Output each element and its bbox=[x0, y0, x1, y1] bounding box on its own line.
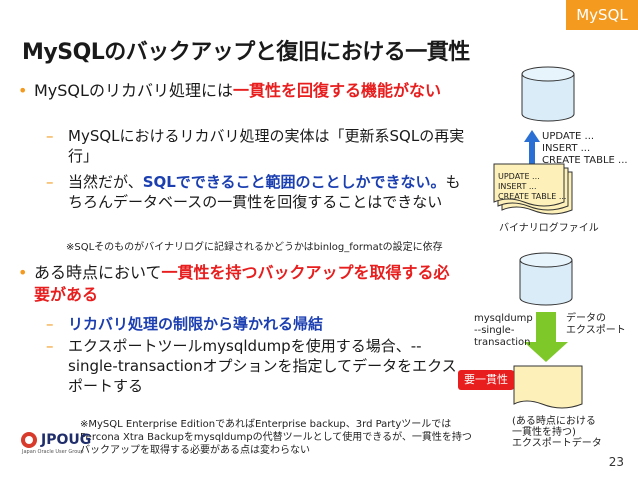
bullet-2-sub-1: – リカバリ処理の制限から導かれる帰結 bbox=[46, 314, 468, 334]
footnote-line-2: Percona Xtra Backupをmysqldumpの代替ツールとして使用… bbox=[80, 432, 472, 443]
arrow-up-icon bbox=[524, 130, 540, 166]
bullet-2: • ある時点において一貫性を持つバックアップを取得する必要がある bbox=[18, 262, 464, 306]
slide-title: MySQLのバックアップと復旧における一貫性 bbox=[22, 40, 470, 65]
binlog-file-icon bbox=[493, 163, 573, 215]
bullet-1-sub-2-emphasis: SQLでできること範囲のことしかできない。 bbox=[142, 173, 446, 191]
jpoug-logo: JPOUG Japan Oracle User Group bbox=[20, 431, 91, 455]
bullet-2-sub-2-text: エクスポートツールmysqldumpを使用する場合、--single-trans… bbox=[68, 337, 457, 395]
sql-statement-list: UPDATE ... INSERT ... CREATE TABLE ... bbox=[542, 131, 628, 167]
bullet-1-sub-2-pre: 当然だが、 bbox=[68, 173, 143, 191]
export-caption-line-3: エクスポートデータ bbox=[512, 438, 602, 449]
data-export-line-2: エクスポート bbox=[566, 325, 626, 336]
binlog-file-label: バイナリログファイル bbox=[499, 223, 599, 234]
bullet-2-sub-2: – エクスポートツールmysqldumpを使用する場合、--single-tra… bbox=[46, 336, 468, 396]
mysqldump-line-2: --single- bbox=[474, 325, 515, 336]
sub-dash: – bbox=[46, 173, 54, 191]
sql-line-update: UPDATE ... bbox=[542, 131, 595, 142]
bullet-dot: • bbox=[18, 263, 28, 282]
export-diagram bbox=[513, 252, 583, 409]
database-icon bbox=[521, 66, 575, 122]
footnote: ※MySQL Enterprise EditionであればEnterprise … bbox=[80, 418, 472, 457]
bullet-1-sub-2: – 当然だが、SQLでできること範囲のことしかできない。もちろんデータベースの一… bbox=[46, 172, 468, 212]
bullet-1-text: MySQLのリカバリ処理には bbox=[34, 81, 233, 100]
file-line-update: UPDATE ... bbox=[498, 172, 540, 181]
bullet-2-emphasis: 一貫性を持つバックアップを取得する必要がある bbox=[34, 263, 450, 304]
bullet-2-text: ある時点において bbox=[34, 263, 162, 282]
database-icon bbox=[519, 252, 573, 306]
bullet-dot: • bbox=[18, 81, 28, 100]
mysqldump-line-1: mysqldump bbox=[474, 313, 533, 324]
sub-dash: – bbox=[46, 337, 54, 355]
jpoug-logo-text: JPOUG bbox=[41, 432, 92, 448]
footnote-line-3: バックアップを取得する必要がある点は変わらない bbox=[80, 445, 310, 456]
export-file-icon bbox=[513, 365, 583, 409]
export-caption-line-2: 一貫性を持つ) bbox=[512, 427, 576, 438]
page-number: 23 bbox=[608, 455, 624, 469]
data-export-label: データの エクスポート bbox=[566, 313, 626, 337]
export-caption-line-1: (ある時点における bbox=[512, 416, 596, 427]
bullet-1: • MySQLのリカバリ処理には一貫性を回復する機能がない bbox=[18, 80, 464, 102]
sql-line-insert: INSERT ... bbox=[542, 143, 591, 154]
bullet-1-sub-1-text: MySQLにおけるリカバリ処理の実体は「更新系SQLの再実行」 bbox=[68, 127, 465, 165]
category-tag: MySQL bbox=[566, 0, 638, 30]
file-line-create: CREATE TABLE ... bbox=[498, 192, 567, 201]
sub-dash: – bbox=[46, 315, 54, 333]
bullet-1-emphasis: 一貫性を回復する機能がない bbox=[232, 81, 441, 100]
data-export-line-1: データの bbox=[566, 313, 606, 324]
mysqldump-option-label: mysqldump --single- transaction bbox=[474, 313, 533, 349]
binlog-note: ※SQLそのものがバイナリログに記録されるかどうかはbinlog_formatの… bbox=[66, 242, 443, 253]
sql-line-create: CREATE TABLE ... bbox=[542, 155, 628, 166]
file-line-insert: INSERT ... bbox=[498, 182, 537, 191]
bullet-2-sub-1-text: リカバリ処理の制限から導かれる帰結 bbox=[68, 315, 324, 333]
sub-dash: – bbox=[46, 127, 54, 145]
binlog-file-content: UPDATE ... INSERT ... CREATE TABLE ... bbox=[498, 172, 566, 202]
jpoug-logo-tagline: Japan Oracle User Group bbox=[22, 449, 84, 455]
binlog-diagram bbox=[493, 66, 575, 215]
mysqldump-line-3: transaction bbox=[474, 337, 531, 348]
arrow-down-icon bbox=[524, 312, 568, 362]
bullet-1-sub-1: – MySQLにおけるリカバリ処理の実体は「更新系SQLの再実行」 bbox=[46, 126, 468, 166]
bullet-1-sub-2-post: もちろんデータベースの一貫性を回復することはできない bbox=[68, 173, 461, 211]
export-data-caption: (ある時点における 一貫性を持つ) エクスポートデータ bbox=[512, 416, 602, 449]
jpoug-logo-mark-icon bbox=[21, 432, 37, 448]
footnote-line-1: ※MySQL Enterprise EditionであればEnterprise … bbox=[80, 419, 452, 430]
consistency-required-badge: 要一貫性 bbox=[458, 370, 514, 390]
